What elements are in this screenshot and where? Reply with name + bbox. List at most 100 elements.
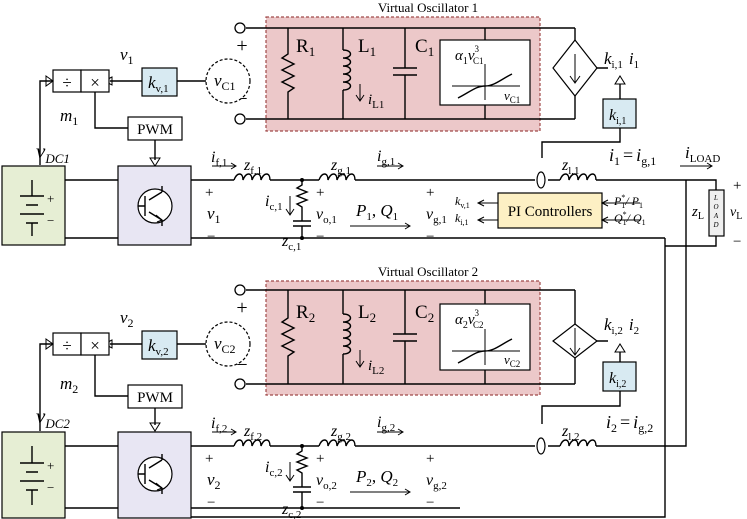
svg-text:+: + [47,458,54,473]
pi-controllers-label: PI Controllers [508,204,593,220]
dc-source-2: + − [1,431,66,519]
unit-1: Virtual Oscillator 1 + − R1 L1 iL1 [1,0,705,253]
v1-minus: − [207,229,215,245]
ct-1-icon [536,171,546,189]
source-1-arrow-icon [569,54,581,84]
if2-arrow-icon [212,428,237,436]
oscillator-2-plus-sign: + [236,297,247,319]
svg-text:zL: zL [691,204,704,222]
pwm-2-label: PWM [137,390,173,406]
vg2-label: v [426,472,434,489]
ic1-arrow-icon [285,196,295,216]
svg-text:if,2: if,2 [211,415,227,435]
zl2-inductor [559,439,597,447]
pi-ki-label: k [455,211,461,225]
svg-text:iL2: iL2 [368,358,384,377]
svg-text:vDC1: vDC1 [36,139,70,166]
source-1-label: k [604,49,612,68]
control-path-1: vC1 kv,1 v1 ÷ × m1 PWM vDC1 [36,45,251,167]
svg-text:i1=ig,1: i1=ig,1 [609,145,656,168]
resistor-r2: R2 [280,290,315,384]
svg-text:kv,1: kv,1 [148,73,169,95]
r1-label: R [296,36,309,57]
v2-minus: − [207,495,215,511]
zf2-label: z [243,423,251,440]
inductor-l2: L2 iL2 [342,290,384,384]
il2-arrow-icon [355,350,365,368]
l2-label: L [358,302,370,323]
svg-text:C1: C1 [415,36,434,59]
vo2-plus: + [316,451,324,467]
svg-text:zc,1: zc,1 [281,233,301,253]
vc1-node [205,58,251,104]
svg-text:vg,1: vg,1 [426,206,447,226]
svg-text:R2: R2 [296,302,315,325]
zf1-inductor [233,173,271,181]
zg1-inductor [318,173,356,181]
svg-text:v1: v1 [207,204,221,226]
zload-label: z [691,204,698,220]
ig2-label: i [377,414,381,431]
nl2-curve [457,338,513,364]
c1-label: C [415,36,428,57]
ct-2-icon [536,437,546,455]
i1-eq-label: i [609,145,614,165]
svg-text:ic,2: ic,2 [265,459,283,479]
source-2-label: k [604,315,612,334]
vl-label: v [730,205,737,220]
svg-text:zg,2: zg,2 [330,423,351,443]
vg2-minus: − [426,495,434,511]
svg-text:Q*1/ Q1: Q*1/ Q1 [614,210,646,227]
pq1-label: P [355,201,366,220]
inductor-l1: L1 iL1 [342,28,384,119]
ig2-arrow-icon [377,428,404,436]
svg-text:ki,2: ki,2 [609,370,626,390]
svg-text:L2: L2 [358,302,376,325]
svg-text:v2: v2 [120,308,134,330]
pq2-label: P [355,467,366,486]
vo1-plus: + [316,185,324,201]
ki-gain-1-label: k [609,107,617,124]
kv-gain-2 [141,330,178,360]
svg-text:P*1/ P1: P*1/ P1 [613,193,643,210]
v1-ref-label: v [120,45,128,64]
svg-text:v2: v2 [207,470,221,492]
c2-label: C [415,302,428,323]
svg-text:zf,2: zf,2 [243,423,262,443]
svg-text:C2: C2 [415,302,434,325]
virtual-oscillator-1: Virtual Oscillator 1 + − R1 L1 iL1 [234,0,639,158]
m2-label: m [60,374,72,393]
svg-text:ig,1: ig,1 [377,148,395,168]
resistor-r1: R1 [280,28,315,119]
nl1-axis-label: v [504,88,510,103]
svg-text:if,1: if,1 [211,149,227,169]
svg-text:vg,2: vg,2 [426,472,447,492]
nl1-curve [457,73,513,99]
v2-label: v [207,470,215,489]
iload-arrow-icon [680,162,713,170]
svg-text:kv,2: kv,2 [148,336,169,358]
v1-plus: + [205,185,213,201]
svg-text:L1: L1 [358,36,376,59]
svg-text:ic,1: ic,1 [265,193,283,213]
capacitor-c2: C2 [393,290,434,384]
il1-label: i [368,92,372,108]
kv-gain-1-label: k [148,73,156,92]
svg-text:vC2: vC2 [214,334,236,356]
nl1-alpha: α [455,48,464,64]
multiply-2-icon: × [90,336,100,355]
svg-text:vo,2: vo,2 [316,472,337,492]
zf2-inductor [233,439,271,447]
nl2-alpha: α [455,312,464,328]
v2-plus: + [205,451,213,467]
il1-arrow-icon [355,84,365,102]
i2-eq-label: i [606,412,611,432]
svg-text:ki,1: ki,1 [455,211,469,227]
oscillator-2-title: Virtual Oscillator 2 [378,264,478,279]
zg2-label: z [330,423,338,440]
svg-text:zf,1: zf,1 [243,157,262,177]
ki-gain-1 [602,98,637,129]
ic1-label: i [265,193,269,210]
zf1-label: z [243,157,251,174]
